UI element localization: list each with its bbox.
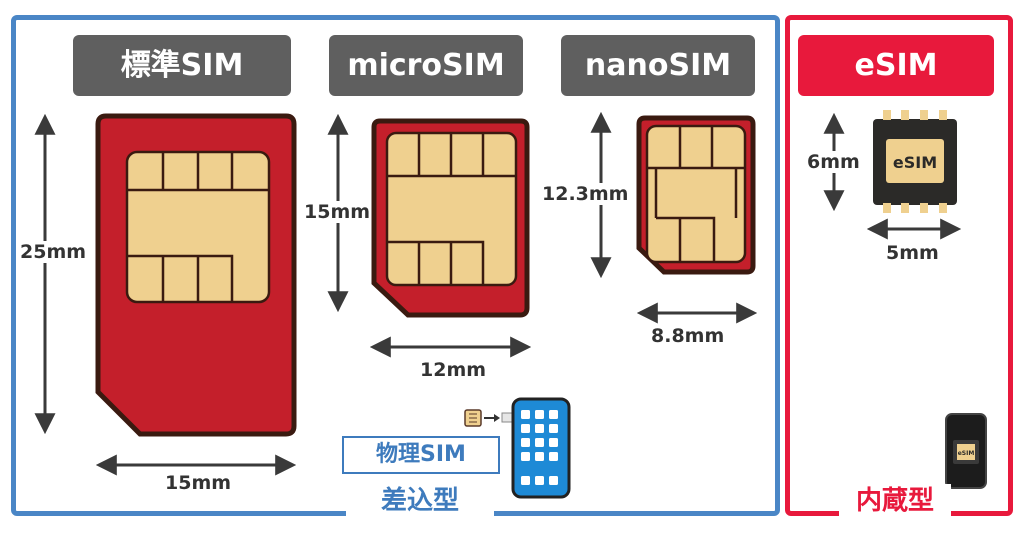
nano-width-label: 8.8mm <box>650 325 726 347</box>
esim-chip-icon: eSIM <box>873 110 957 213</box>
header-nano-sim: nanoSIM <box>561 35 755 96</box>
header-esim: eSIM <box>798 35 994 96</box>
micro-width-label: 12mm <box>419 359 488 381</box>
esim-width-label: 5mm <box>885 242 940 264</box>
standard-sim-card <box>95 113 297 437</box>
nano-height-label: 12.3mm <box>541 183 630 205</box>
physical-group-label: 差込型 <box>346 484 494 524</box>
header-standard-sim: 標準SIM <box>73 35 291 96</box>
embedded-group-label: 内蔵型 <box>839 484 951 524</box>
svg-text:eSIM: eSIM <box>958 450 975 457</box>
phone-physical-icon <box>511 397 571 499</box>
micro-sim-card <box>371 118 530 318</box>
micro-height-label: 15mm <box>303 201 372 223</box>
dimension-arrows <box>34 111 962 476</box>
standard-width-label: 15mm <box>164 472 233 494</box>
nano-sim-card <box>636 115 756 275</box>
esim-height-label: 6mm <box>806 151 861 173</box>
standard-height-label: 25mm <box>19 241 88 263</box>
phone-esim-icon: eSIM <box>945 413 987 489</box>
header-micro-sim: microSIM <box>329 35 523 96</box>
sim-insert-icon <box>464 409 517 427</box>
physical-sim-label: 物理SIM <box>342 436 500 474</box>
esim-chip-label: eSIM <box>893 153 937 172</box>
